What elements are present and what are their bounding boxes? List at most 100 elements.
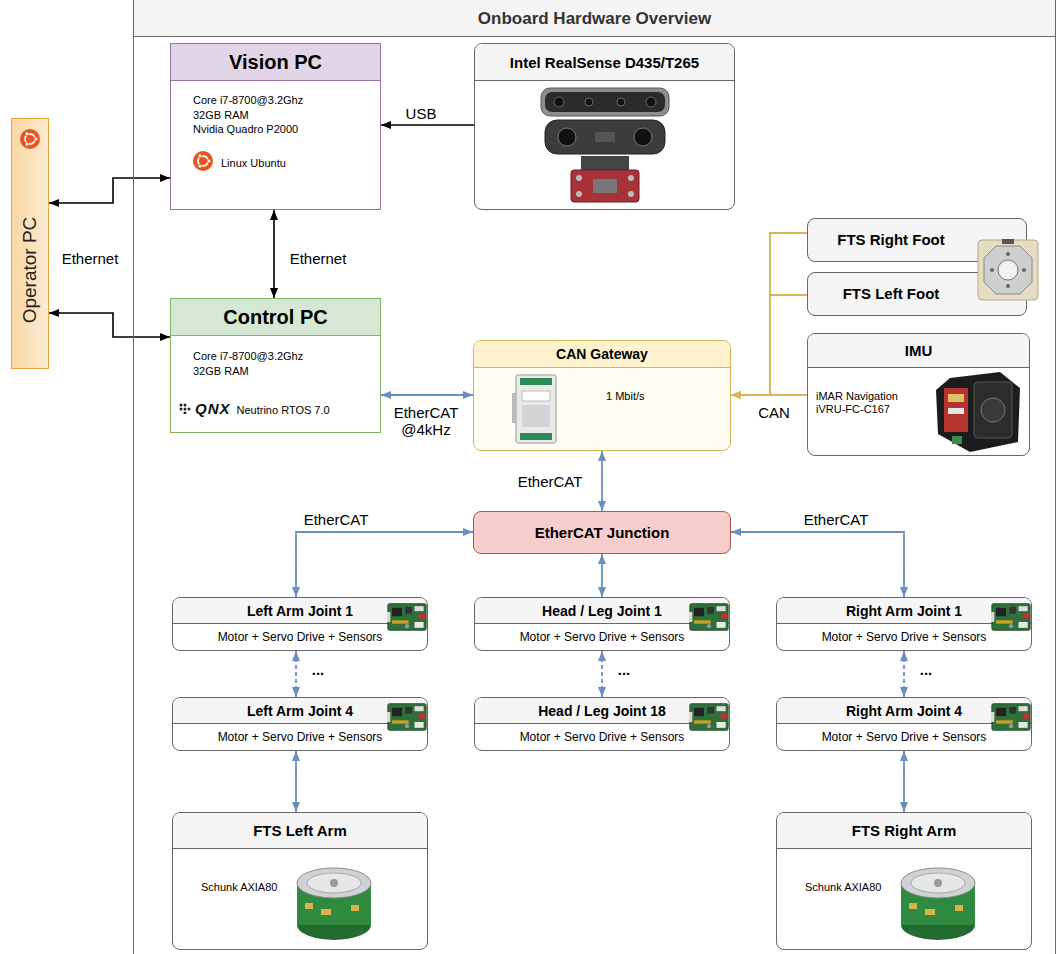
servo-board-picture — [689, 600, 729, 634]
joint-box: Right Arm Joint 4Motor + Servo Drive + S… — [776, 697, 1032, 751]
qnx-logo-dots — [180, 404, 191, 415]
os-logo-text: QNX — [195, 400, 231, 417]
connector — [296, 532, 473, 597]
connector — [273, 210, 275, 298]
edge-label-holder: USB — [406, 105, 437, 122]
computer-box: Vision PC Core i7-8700@3.2Ghz 32GB RAM Nv… — [170, 43, 381, 210]
box-title: Head / Leg Joint 18 — [475, 698, 729, 724]
ellipsis-mark: ... — [618, 661, 631, 678]
connector — [731, 233, 807, 395]
label-holder: ... — [920, 661, 933, 678]
model-text: Schunk AXIA80 — [805, 881, 1031, 893]
os-name: Neutrino RTOS 7.0 — [237, 404, 330, 416]
box-title: FTS Right Arm — [777, 813, 1031, 849]
spec-text: Core i7-8700@3.2Ghz 32GB RAM — [193, 349, 380, 378]
text-line: 32GB RAM — [193, 364, 380, 379]
box-title: Left Arm Joint 1 — [173, 598, 427, 624]
ubuntu-logo — [20, 129, 40, 149]
ubuntu-logo — [20, 129, 40, 149]
joint-box: Left Arm Joint 1Motor + Servo Drive + Se… — [172, 597, 428, 651]
edge-label-holder: EtherCAT — [804, 511, 869, 528]
box-title: Head / Leg Joint 1 — [475, 598, 729, 624]
servo-board-picture — [387, 704, 426, 731]
connector — [601, 651, 603, 697]
connector — [381, 394, 473, 396]
text-line: Core i7-8700@3.2Ghz — [193, 349, 380, 364]
text-line: Nvidia Quadro P2000 — [193, 122, 380, 137]
junction-box: EtherCAT Junction — [473, 511, 731, 554]
onboard-panel: Onboard Hardware OverviewVision PCCore i… — [133, 0, 1056, 954]
connection-label: EtherCAT — [804, 511, 869, 528]
text-line: iVRU-FC-C167 — [816, 403, 1029, 416]
servo-board-picture — [387, 604, 426, 631]
connector — [49, 313, 170, 337]
computer-box: Control PC Core i7-8700@3.2Ghz 32GB RAM QN… — [170, 298, 381, 433]
joint-parts: Motor + Servo Drive + Sensors — [173, 724, 427, 750]
sensor-box: FTS Right Foot — [807, 218, 1027, 262]
sensor-box: FTS Left ArmSchunk AXIA80 — [172, 812, 428, 950]
edge-label-holder: EtherCAT — [304, 511, 369, 528]
connection-label: EtherCAT — [518, 473, 583, 490]
connector — [601, 451, 603, 511]
gateway-picture — [512, 375, 556, 443]
sensor-box: FTS Left Foot — [807, 272, 1027, 316]
imu-picture — [936, 372, 1020, 452]
text-line: 32GB RAM — [193, 108, 380, 123]
camera-picture — [537, 84, 673, 208]
servo-board-picture — [387, 600, 427, 634]
edge-label-holder: EtherCAT — [518, 473, 583, 490]
sensor-box: IMU iMAR Navigation iVRU-FC-C167 — [807, 333, 1030, 456]
servo-board-picture — [387, 700, 427, 734]
label-holder: CAN — [758, 404, 790, 421]
connector — [731, 532, 904, 597]
camera-box: Intel RealSense D435/T265 — [474, 43, 735, 210]
servo-board-picture — [991, 700, 1031, 734]
qnx-logo-dots — [179, 403, 192, 414]
joint-parts: Motor + Servo Drive + Sensors — [475, 724, 729, 750]
model-text: Schunk AXIA80 — [201, 881, 427, 893]
connector — [903, 751, 905, 812]
bus-label: Ethernet — [62, 250, 119, 267]
label-holder: ... — [312, 661, 325, 678]
joint-box: Right Arm Joint 1Motor + Servo Drive + S… — [776, 597, 1032, 651]
rotated-title: Operator PC — [19, 216, 41, 323]
servo-board-picture — [689, 604, 728, 631]
box-title: EtherCAT Junction — [474, 512, 730, 553]
text-line: iMAR Navigation — [816, 390, 1029, 403]
connector — [731, 394, 807, 396]
text-line: Core i7-8700@3.2Ghz — [193, 93, 380, 108]
box-title: Intel RealSense D435/T265 — [475, 44, 734, 81]
connector — [295, 651, 297, 697]
connector — [601, 554, 603, 597]
force-sensor-picture — [978, 239, 1038, 300]
connection-label: EtherCAT @4kHz — [394, 404, 459, 438]
os-name: Linux Ubuntu — [221, 156, 380, 170]
servo-board-picture — [689, 700, 729, 734]
edge-label-holder: Ethernet — [290, 250, 347, 267]
box-title: Vision PC — [171, 44, 380, 81]
box-title: FTS Right Foot — [808, 219, 1026, 261]
box-title: Control PC — [171, 299, 380, 336]
joint-parts: Motor + Servo Drive + Sensors — [777, 624, 1031, 650]
spec-text: Core i7-8700@3.2Ghz 32GB RAM Nvidia Quad… — [193, 93, 380, 137]
box-title: FTS Left Arm — [173, 813, 427, 849]
bus-speed: 1 Mbit/s — [606, 390, 730, 402]
joint-parts: Motor + Servo Drive + Sensors — [173, 624, 427, 650]
box-title: IMU — [808, 334, 1029, 368]
operator-pc-box: Operator PC — [11, 118, 49, 369]
box-title: Left Arm Joint 4 — [173, 698, 427, 724]
imu-picture — [930, 368, 1024, 454]
box-title: Right Arm Joint 1 — [777, 598, 1031, 624]
connector — [49, 178, 170, 203]
connection-label: USB — [406, 105, 437, 122]
connector — [731, 295, 807, 395]
joint-box: Head / Leg Joint 1Motor + Servo Drive + … — [474, 597, 730, 651]
connection-label: Ethernet — [290, 250, 347, 267]
model-text: iMAR Navigation iVRU-FC-C167 — [816, 390, 1029, 416]
gateway-box: CAN Gateway1 Mbit/s — [473, 340, 731, 451]
joint-parts: Motor + Servo Drive + Sensors — [475, 624, 729, 650]
force-sensor-picture — [291, 853, 377, 947]
label-holder: Ethernet — [62, 250, 119, 267]
force-sensor-picture — [901, 868, 975, 940]
text-line: @4kHz — [394, 421, 459, 438]
